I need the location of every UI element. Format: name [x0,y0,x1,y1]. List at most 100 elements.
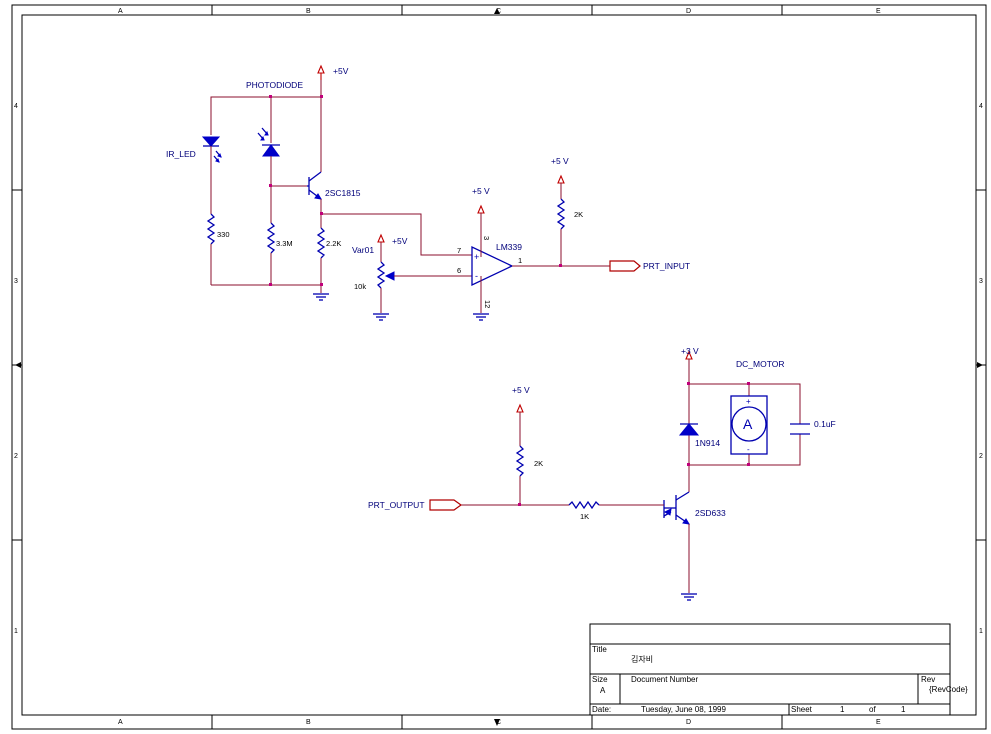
power-symbol-pullup-top [557,174,565,184]
zone-col-a-bottom: A [118,719,123,726]
capacitor-label: 0.1uF [814,419,836,429]
transistor-2sd633 [663,491,690,525]
junctions-bottom [518,382,750,506]
ground-opamp [473,313,489,321]
sensor-circuit: +5V PHOTODIODE IR_LED 330 [166,64,690,321]
resistor-1k [568,500,600,510]
date-value: Tuesday, June 08, 1999 [641,705,727,714]
center-marker-right [977,362,983,368]
date-label: Date: [592,705,611,714]
zone-col-a-top: A [118,8,123,15]
document-number-label: Document Number [631,675,698,684]
resistor-330 [206,213,216,245]
motor-minus: - [747,445,750,454]
resistor-3-3m-label: 3.3M [276,239,293,248]
zone-col-e-top: E [876,8,881,15]
opamp-pin6: 6 [457,266,461,275]
rev-label: Rev [921,675,935,684]
pullup-vcc-bottom-label: +5 V [512,385,530,395]
zone-col-c-top: C [496,8,501,15]
zone-row-1-right: 1 [979,628,983,635]
zone-row-3-left: 3 [14,278,18,285]
zone-row-1-left: 1 [14,628,18,635]
center-marker-top [494,8,500,14]
power-symbol-var [377,233,385,243]
diode-1n914 [678,423,700,436]
port-prt-output-label: PRT_OUTPUT [368,500,425,510]
zone-row-3-right: 3 [979,278,983,285]
of-label: of [869,705,876,714]
motor-symbol: A [743,416,753,432]
photodiode [257,127,280,157]
opamp-pin3: 3 [482,236,491,240]
var-name-label: Var01 [352,245,374,255]
svg-text:-: - [475,271,478,281]
photodiode-label: PHOTODIODE [246,80,303,90]
port-prt-input-label: PRT_INPUT [643,261,690,271]
transistor-2sc1815-label: 2SC1815 [325,188,361,198]
zone-col-d-bottom: D [686,719,691,726]
svg-text:+: + [474,252,479,262]
port-prt-output [429,499,463,511]
resistor-2k-bottom [515,445,525,477]
pullup-r-bottom-label: 2K [534,459,543,468]
power-symbol-opamp [477,204,485,214]
opamp-vcc-label: +5 V [472,186,490,196]
title-block [589,623,951,716]
opamp-pin1: 1 [518,256,522,265]
port-prt-input [609,260,641,272]
base-r-label: 1K [580,512,589,521]
diode-label: 1N914 [695,438,720,448]
opamp-pin12: 12 [483,300,492,308]
size-value: A [600,686,606,695]
ground-motor [681,593,697,601]
capacitor-0-1uf [790,423,810,435]
zone-col-e-bottom: E [876,719,881,726]
resistor-330-label: 330 [217,230,230,239]
opamp-label: LM339 [496,242,522,252]
of-value: 1 [901,705,906,714]
ground-var [373,313,389,321]
potentiometer-10k [376,261,386,289]
resistor-2-2k-label: 2.2K [326,239,341,248]
center-marker-left [15,362,21,368]
zone-col-c-bottom: C [496,719,501,726]
junctions-top [269,95,562,286]
ir-led-label: IR_LED [166,149,196,159]
title-label: Title [592,645,607,654]
comparator-lm339: + - [471,245,514,287]
transistor-2sd633-label: 2SD633 [695,508,726,518]
pullup-r-top-label: 2K [574,210,583,219]
motor-driver-circuit: +3 V DC_MOTOR A + - 0.1uF 1N914 [368,346,836,601]
sheet-value: 1 [840,705,845,714]
var-value-label: 10k [354,282,366,291]
sheet-frame [11,4,987,730]
zone-row-2-right: 2 [979,453,983,460]
var-vcc-label: +5V [392,236,408,246]
resistor-3-3m [266,222,276,254]
motor-vcc-label: +3 V [681,346,699,356]
zone-row-4-left: 4 [14,103,18,110]
zone-row-2-left: 2 [14,453,18,460]
vcc-label-top: +5V [333,66,349,76]
zone-row-4-right: 4 [979,103,983,110]
ir-led [201,136,222,163]
zone-col-b-bottom: B [306,719,311,726]
pullup-vcc-top-label: +5 V [551,156,569,166]
motor-plus: + [746,397,751,406]
dc-motor [730,395,768,455]
rev-value: {RevCode} [929,685,968,694]
sheet-label: Sheet [791,705,813,714]
resistor-2-2k [316,227,326,259]
zone-labels: A B C D E A B C D E 4 3 2 1 4 3 2 1 [14,8,983,726]
power-symbol-5v-top [317,64,325,80]
opamp-pin7: 7 [457,246,461,255]
zone-col-b-top: B [306,8,311,15]
zone-col-d-top: D [686,8,691,15]
resistor-2k-top [556,198,566,230]
ground-sensor [313,293,329,301]
size-label: Size [592,675,608,684]
motor-label: DC_MOTOR [736,359,785,369]
center-marker-bottom [494,719,500,726]
